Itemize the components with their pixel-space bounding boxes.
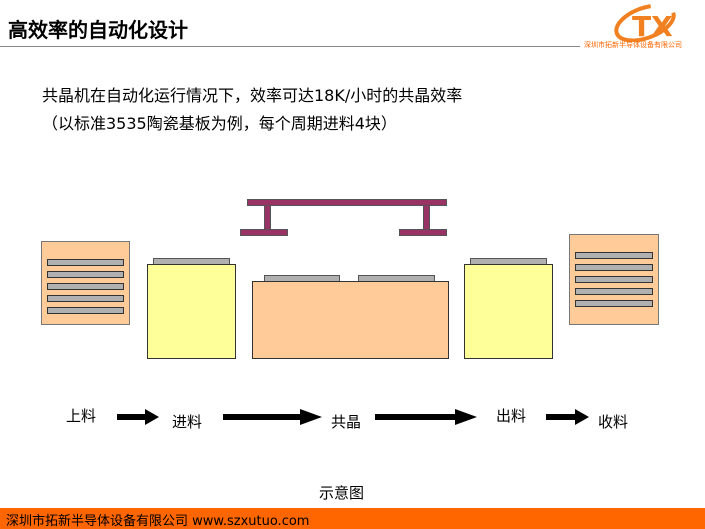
flow-step-load: 上料 (66, 407, 97, 425)
flow-step-output: 出料 (496, 407, 527, 425)
unloading-tray (569, 234, 659, 325)
company-name: 深圳市拓新半导体设备有限公司 (584, 41, 682, 49)
header-divider (0, 46, 580, 47)
arrow-icon (375, 409, 477, 425)
arrow-icon (117, 409, 159, 425)
feeder-out (464, 264, 553, 359)
flow-step-feed: 进料 (172, 413, 203, 431)
flow-step-bond: 共晶 (331, 413, 362, 431)
arrow-icon (546, 409, 589, 425)
svg-text:TX: TX (632, 10, 673, 42)
flow-step-collect: 收料 (598, 413, 629, 431)
footer-bar (0, 508, 705, 529)
feeder-in (147, 264, 236, 359)
page-title: 高效率的自动化设计 (8, 18, 188, 42)
loading-tray (41, 241, 130, 325)
arrow-icon (223, 409, 322, 425)
company-logo-icon: TX (614, 4, 676, 42)
flow-arrows (117, 409, 589, 425)
body-line-1: 共晶机在自动化运行情况下，效率可达18K/小时的共晶效率 (42, 86, 463, 105)
body-line-2: （以标准3535陶瓷基板为例，每个周期进料4块） (42, 114, 397, 133)
eutectic-station (252, 281, 449, 359)
footer-text: 深圳市拓新半导体设备有限公司 www.szxutuo.com (6, 514, 310, 529)
diagram-caption: 示意图 (319, 484, 365, 502)
